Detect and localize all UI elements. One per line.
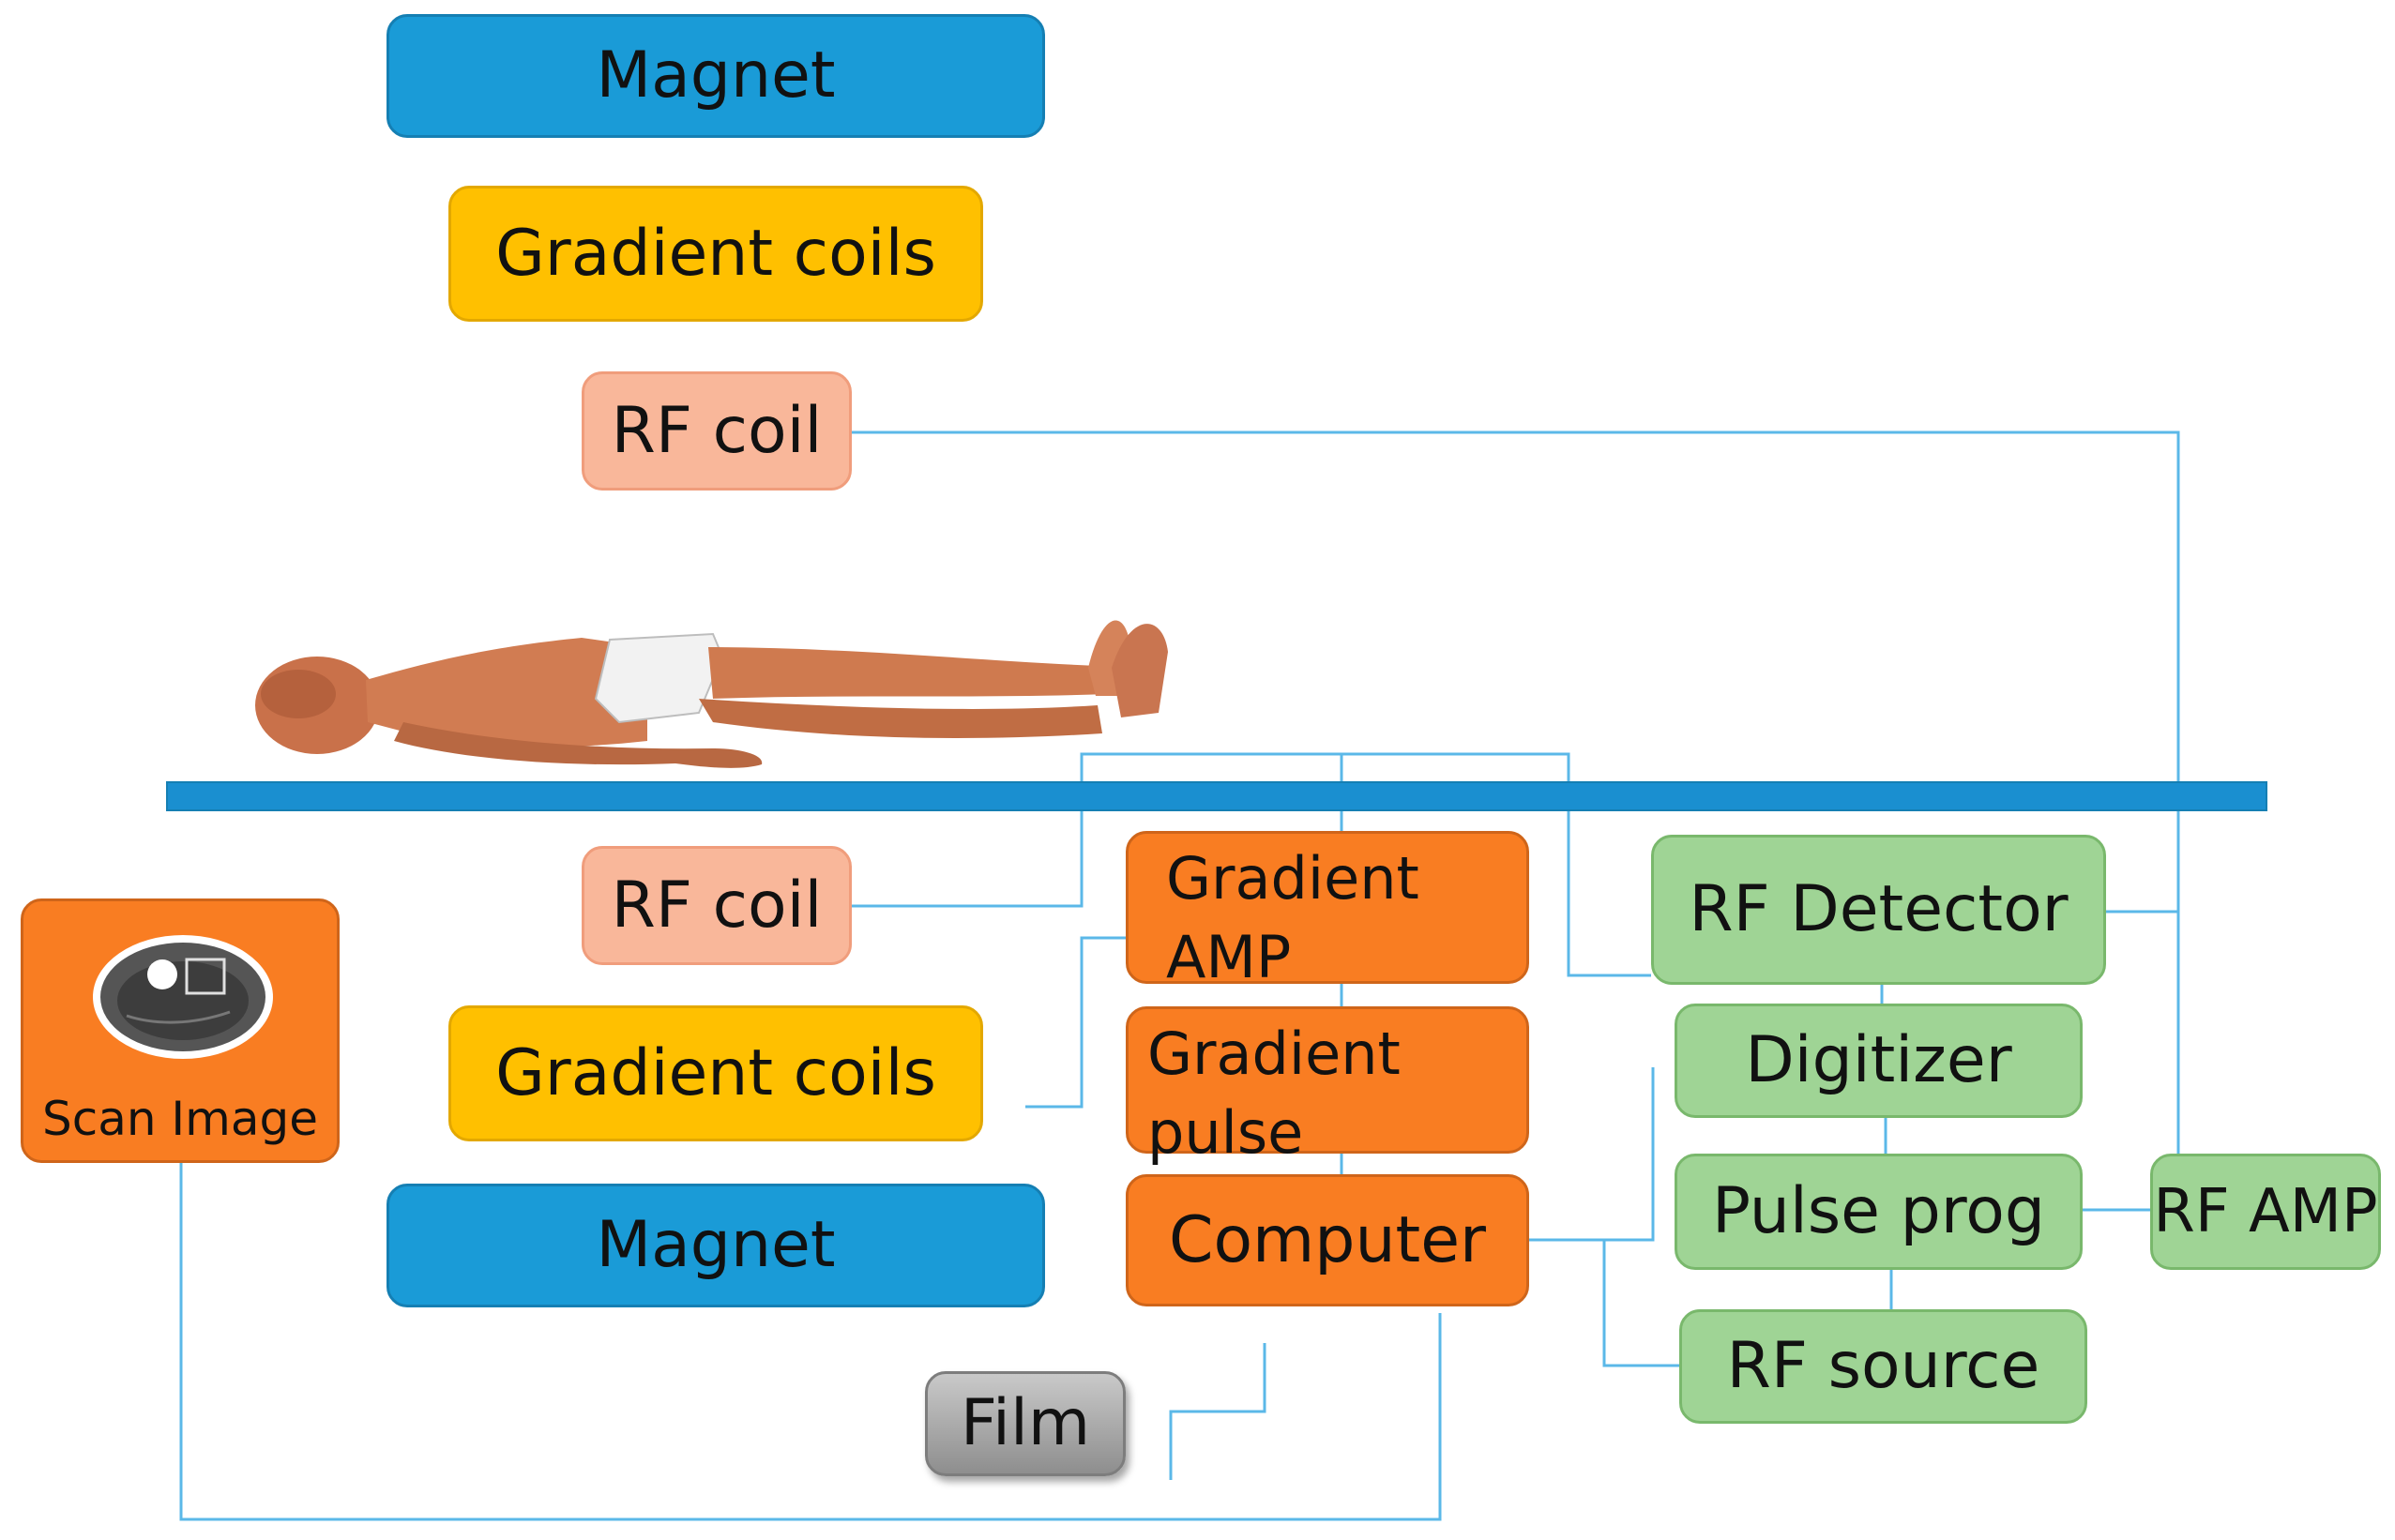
computer-box: Computer [1126, 1174, 1529, 1306]
gradient-coils-top-label: Gradient coils [495, 216, 936, 291]
computer-label: Computer [1168, 1202, 1487, 1277]
wire-scan-image [179, 1163, 1442, 1521]
magnet-top-box: Magnet [387, 14, 1045, 138]
film-box: Film [925, 1371, 1126, 1476]
rf-source-label: RF source [1726, 1329, 2040, 1404]
scan-image-box: Scan Image [21, 898, 340, 1163]
digitizer-label: Digitizer [1745, 1023, 2012, 1098]
wire-gradient-coils [1025, 936, 1126, 1109]
scan-image-label: Scan Image [41, 1092, 319, 1146]
rf-coil-top-box: RF coil [582, 371, 852, 491]
film-label: Film [960, 1386, 1091, 1461]
gradient-coils-bottom-box: Gradient coils [448, 1005, 983, 1141]
gradient-amp-box: Gradient AMP [1126, 831, 1529, 991]
rf-detector-box: RF Detector [1651, 835, 2106, 985]
wire-rf-coil-bottom [852, 898, 1084, 908]
pulse-prog-box: Pulse prog [1675, 1154, 2083, 1270]
magnet-bottom-label: Magnet [596, 1208, 836, 1283]
gradient-amp-label-line1: Gradient [1166, 844, 1419, 913]
gradient-coils-bottom-label: Gradient coils [495, 1035, 936, 1110]
wire-film [1169, 1343, 1266, 1480]
magnet-bottom-box: Magnet [387, 1184, 1045, 1307]
patient-table [166, 781, 2267, 811]
gradient-amp-label-line2: AMP [1166, 922, 1292, 991]
mri-cross-section-icon [93, 935, 273, 1059]
rf-amp-box: RF AMP [2150, 1154, 2381, 1270]
rf-coil-bottom-box: RF coil [582, 846, 852, 965]
pulse-prog-label: Pulse prog [1711, 1174, 2046, 1249]
rf-amp-label: RF AMP [2153, 1176, 2378, 1246]
wire-computer-rfsource [1602, 1240, 1679, 1367]
rf-coil-bottom-label: RF coil [611, 868, 823, 943]
digitizer-box: Digitizer [1675, 1004, 2083, 1118]
wire-rf-coil-top [852, 430, 2180, 912]
rf-source-box: RF source [1679, 1309, 2087, 1424]
wire-computer-digitizer [1527, 1067, 1655, 1242]
gradient-pulse-prog-line1: Gradient pulse [1147, 1019, 1401, 1167]
magnet-top-label: Magnet [596, 38, 836, 113]
rf-detector-label: RF Detector [1689, 872, 2069, 947]
gradient-coils-top-box: Gradient coils [448, 186, 983, 322]
patient-lying-icon [255, 620, 1168, 768]
gradient-pulse-prog-box: Gradient pulse prog [1126, 1006, 1529, 1245]
rf-coil-top-label: RF coil [611, 393, 823, 468]
